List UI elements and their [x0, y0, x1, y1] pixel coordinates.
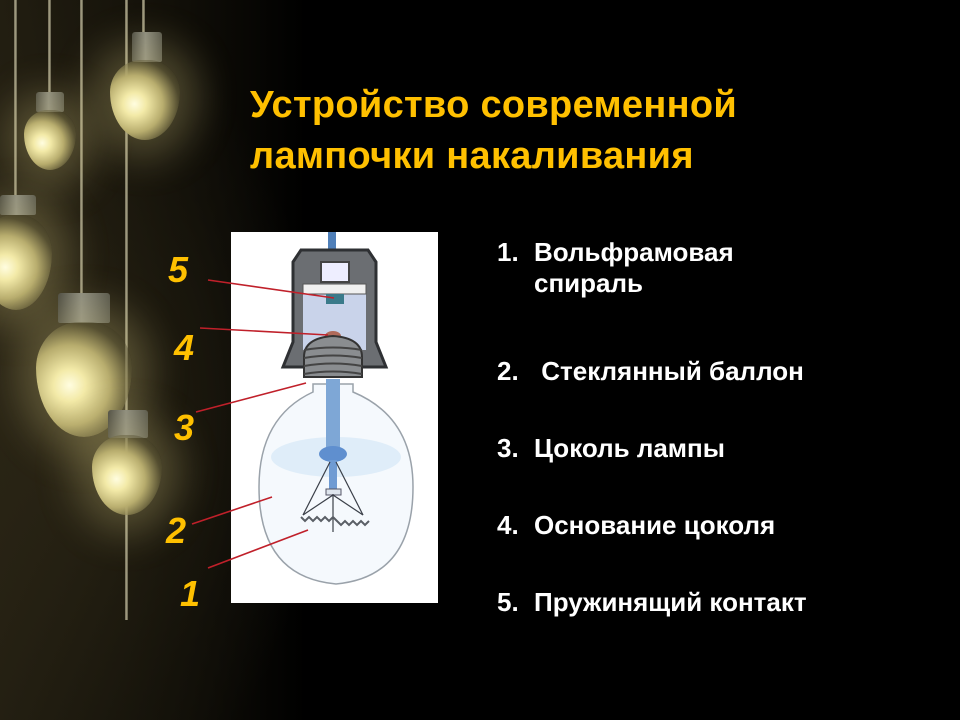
cord	[14, 0, 17, 200]
legend-item: 3.Цоколь лампы	[497, 433, 725, 463]
callout-4: 4	[174, 327, 195, 368]
callout-3: 3	[174, 407, 195, 448]
cord	[48, 0, 51, 100]
callout-5: 5	[168, 249, 189, 290]
callout-2: 2	[166, 510, 187, 551]
title-line-2: лампочки накаливания	[250, 135, 694, 177]
legend-item: 1.Вольфрамовая спираль	[497, 237, 734, 298]
legend-item: 4.Основание цоколя	[497, 510, 776, 540]
cord	[142, 0, 145, 40]
lamp-cross-section-icon	[258, 232, 414, 585]
legend-item: 2. Стеклянный баллон	[497, 356, 804, 386]
slide-title: Устройство современной лампочки накалива…	[250, 80, 737, 182]
callout-1: 1	[180, 573, 201, 614]
cord	[125, 0, 128, 620]
bulb-diagram	[231, 232, 438, 603]
title-line-1: Устройство современной	[250, 84, 738, 126]
cord	[80, 0, 83, 300]
legend-item: 5.Пружинящий контакт	[497, 587, 807, 617]
